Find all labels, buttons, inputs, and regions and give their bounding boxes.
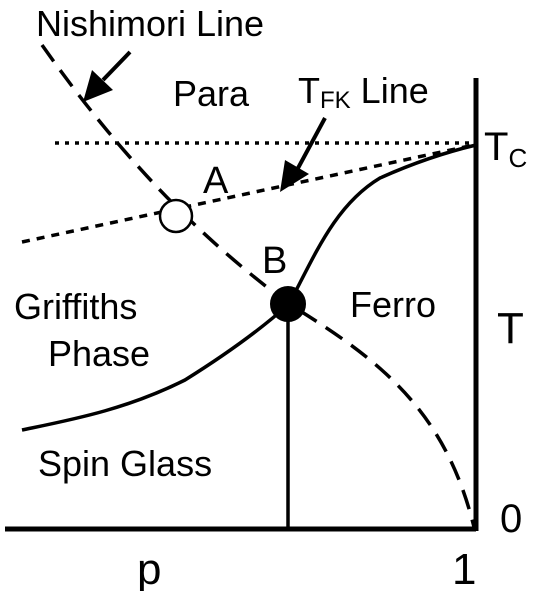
point-b-marker <box>270 286 306 322</box>
para-label: Para <box>173 73 250 114</box>
tfk-line <box>21 143 475 244</box>
nishimori-line-label: Nishimori Line <box>36 3 264 44</box>
zero-label: 0 <box>500 497 522 541</box>
tfk-line-label: TFK Line <box>298 70 429 114</box>
tfk-arrow-shaft <box>295 117 327 171</box>
tc-label-sub: C <box>508 143 527 173</box>
ferro-boundary-upper <box>287 143 477 305</box>
ferro-label: Ferro <box>350 284 436 325</box>
tfk-line-label-sub: FK <box>320 87 351 114</box>
point-b-label: B <box>262 240 287 282</box>
t-axis-label: T <box>497 304 524 353</box>
one-label: 1 <box>452 545 476 591</box>
griffiths-label-line2: Phase <box>48 333 150 374</box>
nishimori-arrow-head <box>83 70 113 102</box>
tfk-line-label-t: T <box>298 70 320 111</box>
tc-label: TC <box>484 125 527 173</box>
spin-glass-boundary <box>21 302 291 432</box>
point-a-marker <box>158 198 194 234</box>
nishimori-arrow-shaft <box>101 50 132 82</box>
spin-glass-label: Spin Glass <box>38 443 212 484</box>
tfk-arrow-head <box>280 160 309 192</box>
p-axis-label: p <box>137 545 161 591</box>
griffiths-label-line1: Griffiths <box>14 286 137 327</box>
point-a-label: A <box>203 160 229 202</box>
tfk-line-label-suffix: Line <box>351 70 429 111</box>
tc-label-t: T <box>484 125 508 169</box>
